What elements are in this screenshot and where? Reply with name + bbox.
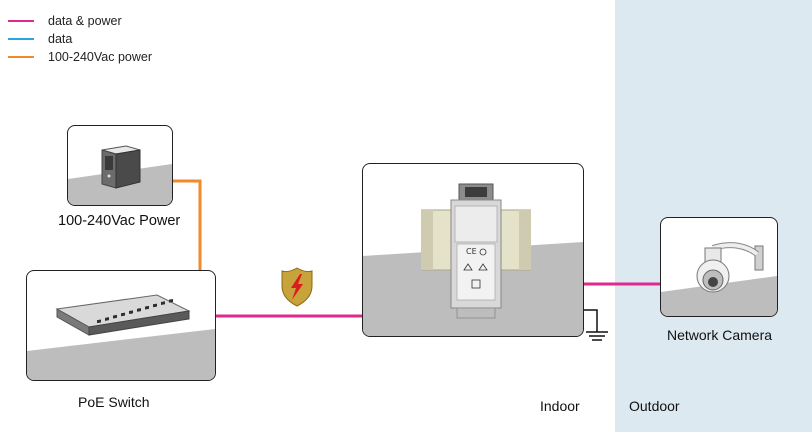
zone-indoor-label: Indoor: [540, 398, 580, 414]
outdoor-zone: [615, 0, 812, 432]
power-supply-icon: [101, 145, 141, 189]
legend-item-data-power: data & power: [8, 12, 152, 30]
poe-switch-icon: [55, 294, 191, 336]
svg-text:CE: CE: [466, 247, 477, 256]
camera-icon: [696, 242, 764, 293]
ground-icon: [582, 309, 608, 341]
legend-label: 100-240Vac power: [48, 50, 153, 64]
legend-swatch: [8, 38, 34, 40]
legend-item-ac-power: 100-240Vac power: [8, 48, 152, 66]
zone-outdoor-label: Outdoor: [629, 398, 680, 414]
lightning-shield-icon: [281, 267, 313, 307]
network-camera-card: [660, 217, 778, 317]
network-camera-label: Network Camera: [667, 327, 773, 343]
poe-switch-label: PoE Switch: [78, 394, 150, 410]
ac-power-wire: [172, 179, 202, 270]
legend-swatch: [8, 56, 34, 58]
legend-item-data: data: [8, 30, 152, 48]
poe-switch-card: [26, 270, 216, 381]
surge-protector-card: CE: [362, 163, 584, 337]
power-supply-card: [67, 125, 173, 206]
power-supply-label: 100-240Vac Power: [58, 213, 181, 229]
legend-swatch: [8, 20, 34, 22]
legend-label: data: [48, 32, 73, 46]
legend: data & power data 100-240Vac power: [8, 12, 152, 66]
surge-protector-icon: CE: [421, 183, 531, 319]
legend-label: data & power: [48, 14, 122, 28]
zone-divider: [597, 0, 615, 432]
